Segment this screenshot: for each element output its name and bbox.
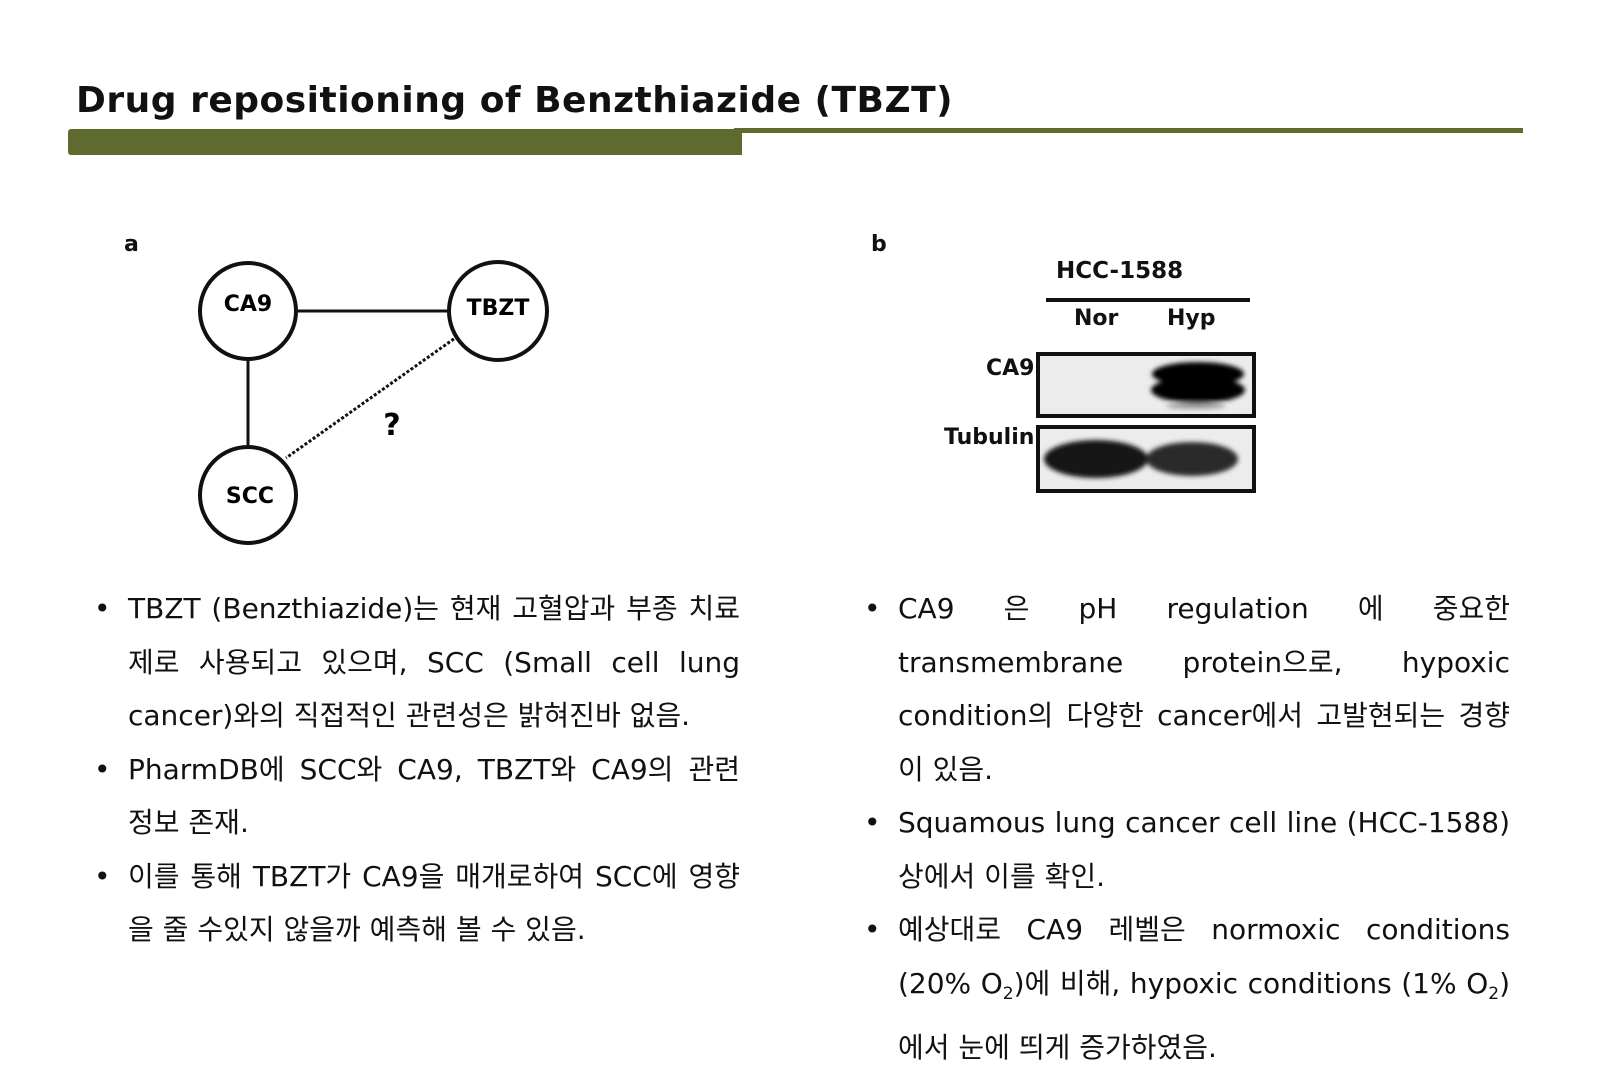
question-mark: ? <box>383 408 400 443</box>
right-bullet-3-part3: )에서 눈에 띄게 증가하였음. <box>898 966 1510 1065</box>
right-bullet-3-part1: 예상대로 CA9 레벨은 normoxic conditions (20% O <box>898 913 1510 1000</box>
left-bullet-3: 이를 통해 TBZT가 CA9을 매개로하여 SCC에 영향을 줄 수있지 않을… <box>86 850 740 957</box>
right-text-column: CA9 은 pH regulation 에 중요한 transmembrane … <box>856 582 1510 1075</box>
oxygen-subscript-2: 2 <box>1488 983 1500 1004</box>
row-ca9-label: CA9 <box>986 356 1035 381</box>
cell-line-label: HCC-1588 <box>1056 258 1184 284</box>
band-tubulin-hyp <box>1146 442 1238 476</box>
right-bullet-3: 예상대로 CA9 레벨은 normoxic conditions (20% O2… <box>856 903 1510 1075</box>
lane-hyp-label: Hyp <box>1167 306 1216 331</box>
node-scc-label: SCC <box>226 484 274 509</box>
left-bullet-1: TBZT (Benzthiazide)는 현재 고혈압과 부종 치료제로 사용되… <box>86 582 740 743</box>
node-tbzt-label: TBZT <box>467 296 530 321</box>
oxygen-subscript-1: 2 <box>1002 983 1014 1004</box>
lane-nor-label: Nor <box>1074 306 1119 331</box>
node-scc <box>198 445 298 545</box>
panel-b-label: b <box>871 232 887 257</box>
title-underline-bar <box>68 129 742 155</box>
panel-a-label: a <box>124 232 139 257</box>
cell-line-bracket <box>1046 298 1250 302</box>
right-bullet-1: CA9 은 pH regulation 에 중요한 transmembrane … <box>856 582 1510 796</box>
band-ca9-hyp <box>1151 362 1245 409</box>
title-underline-line <box>734 128 1523 133</box>
network-diagram: CA9 TBZT SCC ? <box>198 260 549 545</box>
right-bullet-2: Squamous lung cancer cell line (HCC-1588… <box>856 796 1510 903</box>
left-bullet-2: PharmDB에 SCC와 CA9, TBZT와 CA9의 관련 정보 존재. <box>86 743 740 850</box>
node-ca9 <box>198 261 298 361</box>
edge-tbzt-scc-predicted <box>285 334 459 460</box>
row-tubulin-label: Tubulin <box>944 425 1035 450</box>
right-bullet-3-part2: )에 비해, hypoxic conditions (1% O <box>1013 966 1489 1000</box>
node-tbzt <box>447 260 549 362</box>
page-title: Drug repositioning of Benzthiazide (TBZT… <box>76 80 954 121</box>
band-tubulin-nor <box>1044 440 1148 478</box>
node-ca9-label: CA9 <box>224 292 272 317</box>
western-blot <box>1036 352 1256 493</box>
left-text-column: TBZT (Benzthiazide)는 현재 고혈압과 부종 치료제로 사용되… <box>86 582 740 957</box>
